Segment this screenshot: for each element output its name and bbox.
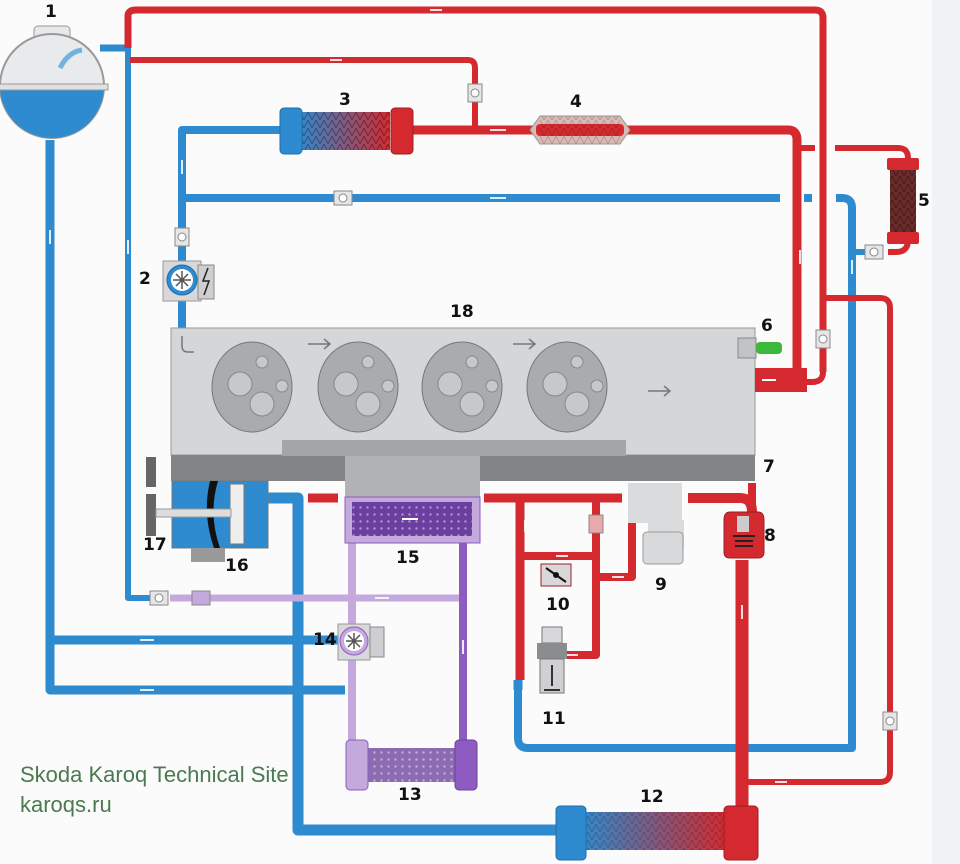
oil-filter [628,483,684,565]
heater-core [279,107,414,155]
label-4: 4 [570,92,582,112]
thermostat [723,511,765,559]
oil-cooler [887,158,919,244]
charge-air-radiator [345,739,478,791]
cylinder-head [170,327,756,497]
throttle-valve [540,563,572,587]
label-5: 5 [918,191,930,211]
pipe-right-cold [514,194,856,752]
pipe-top-hot [124,6,827,372]
restrictor-icon [191,590,211,606]
label-11: 11 [542,709,566,729]
label-9: 9 [655,575,667,595]
watermark: Skoda Karoq Technical Site karoqs.ru [20,762,289,817]
pipe-left-lower-loop [45,640,345,695]
coolant-valve [537,626,567,694]
temperature-sensor [737,337,807,392]
component-labels: 1 2 3 4 5 6 7 8 9 10 11 12 13 14 15 16 1… [45,2,930,807]
label-15: 15 [396,548,420,568]
label-18: 18 [450,302,474,322]
charge-air-cooler [344,496,481,544]
expansion-tank [0,25,109,139]
label-8: 8 [764,526,776,546]
label-17: 17 [143,535,167,555]
main-radiator [555,805,759,861]
pipe-right-hot-loop [742,295,893,785]
label-1: 1 [45,2,57,22]
pipe-radiator-return [268,492,560,836]
check-valves [149,83,898,731]
restrictor-icon [588,514,604,534]
watermark-line1: Skoda Karoq Technical Site [20,762,289,787]
pipe-egr-supply [626,125,802,378]
label-16: 16 [225,556,249,576]
label-10: 10 [546,595,570,615]
pipes-cold [45,44,875,836]
label-13: 13 [398,785,422,805]
flow-arrows [49,9,886,783]
label-3: 3 [339,90,351,110]
pipe-second-hot [130,57,478,130]
egr-cooler [529,115,631,145]
label-2: 2 [139,269,151,289]
pipe-thermostat-in [688,493,757,513]
coolant-pump-2 [162,260,215,302]
label-6: 6 [761,316,773,336]
label-7: 7 [763,457,775,477]
watermark-line2: karoqs.ru [20,792,112,817]
charge-air-pump [337,623,385,661]
pipe-vent-riser [125,48,158,601]
label-14: 14 [313,630,337,650]
mechanical-pump [146,457,269,562]
label-12: 12 [640,787,664,807]
electric-icon [201,267,211,296]
